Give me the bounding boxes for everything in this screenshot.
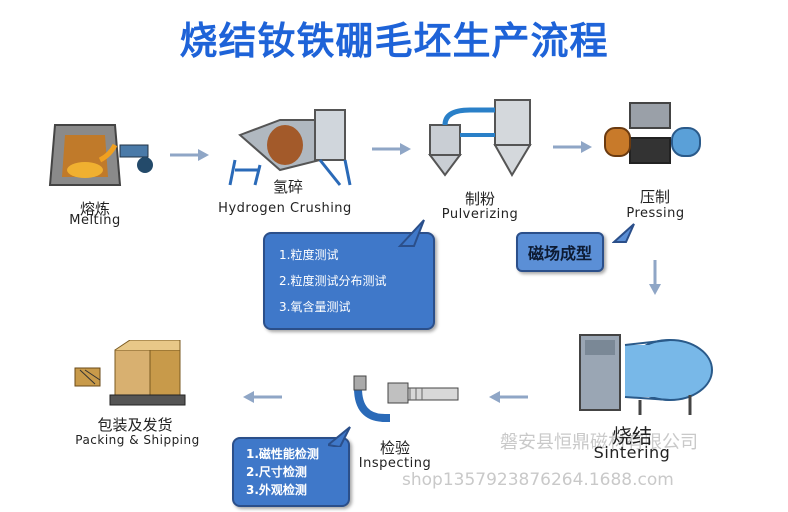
arrow-right-icon — [553, 141, 592, 153]
press-icon — [604, 102, 701, 164]
hydrogen-label-cn: 氢碎 — [272, 178, 303, 196]
page-title: 烧结钕铁硼毛坯生产流程 — [179, 19, 609, 63]
packing-boxes-icon — [74, 340, 186, 406]
sintering-label-cn: 烧结 — [612, 424, 652, 448]
pulverizing-label-en: Pulverizing — [441, 207, 519, 222]
hydrogen-label-en: Hydrogen Crushing — [218, 201, 352, 216]
packing-label-en: Packing & Shipping — [75, 433, 200, 447]
arrow-right-icon — [170, 149, 209, 161]
arrow-left-icon — [489, 391, 528, 403]
pulverizer-icon — [428, 99, 532, 177]
inspecting-label-cn: 检验 — [379, 439, 410, 457]
bubble-pointer-icon — [328, 426, 351, 447]
pressing-label-en: Pressing — [626, 206, 685, 221]
arrow-right-icon — [372, 143, 411, 155]
melting-furnace-icon — [48, 124, 153, 186]
melting-label-en: Melting — [69, 213, 121, 228]
micrometer-icon — [353, 375, 459, 422]
inspection-test-item: 3.外观检测 — [246, 483, 307, 497]
watermark-shop: shop1357923876264.1688.com — [402, 470, 674, 490]
watermark-company: 磐安县恒鼎磁材有限公司 — [500, 432, 698, 453]
bubble-pointer-icon — [397, 219, 425, 247]
inspecting-label-en: Inspecting — [358, 456, 432, 471]
powder-tests-bubble: 1.粒度测试 2.粒度测试分布测试 3.氧含量测试 — [263, 232, 435, 330]
hydrogen-furnace-icon — [228, 109, 352, 186]
pressing-label-cn: 压制 — [639, 188, 670, 206]
inspection-tests-bubble: 1.磁性能检测 2.尺寸检测 3.外观检测 — [232, 437, 350, 507]
tag-pointer-icon — [612, 223, 635, 243]
pulverizing-label-cn: 制粉 — [464, 190, 495, 208]
powder-test-item: 2.粒度测试分布测试 — [279, 274, 387, 288]
arrow-left-icon — [243, 391, 282, 403]
inspection-test-item: 1.磁性能检测 — [246, 447, 319, 461]
inspection-test-item: 2.尺寸检测 — [246, 465, 307, 479]
packing-label-cn: 包装及发货 — [97, 416, 173, 434]
powder-test-item: 1.粒度测试 — [279, 248, 339, 262]
arrow-down-icon — [649, 260, 661, 295]
sintering-furnace-icon — [579, 334, 713, 415]
magnetic-forming-tag: 磁场成型 — [516, 232, 605, 272]
powder-test-item: 3.氧含量测试 — [279, 300, 351, 314]
sintering-label-en: Sintering — [593, 443, 671, 462]
melting-label-cn: 熔炼 — [79, 200, 110, 218]
